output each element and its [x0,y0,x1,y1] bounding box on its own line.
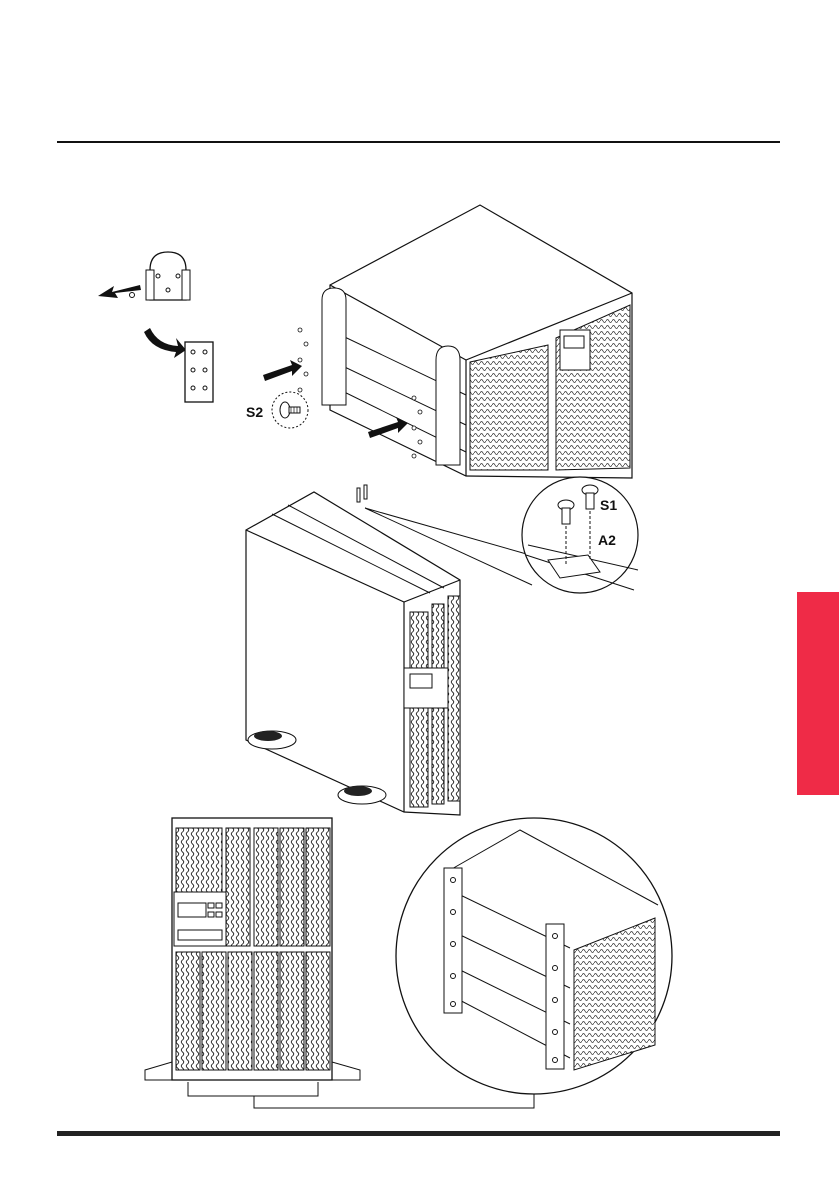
figure-1: S2 [98,205,632,478]
screw-icon [357,485,367,502]
bracket-icon [146,252,190,300]
bracket-icon [185,342,213,402]
screw-icon [280,402,300,418]
figure-3 [145,818,672,1108]
arrow-icon [144,328,186,358]
screw-label-s1: S1 [600,497,617,513]
screw-label-s2: S2 [246,404,263,420]
detail-callout [522,477,638,593]
bracket-label-a2: A2 [598,532,616,548]
ups-cabinet-icon [263,205,632,478]
figure-2: S1 A2 [246,477,638,815]
